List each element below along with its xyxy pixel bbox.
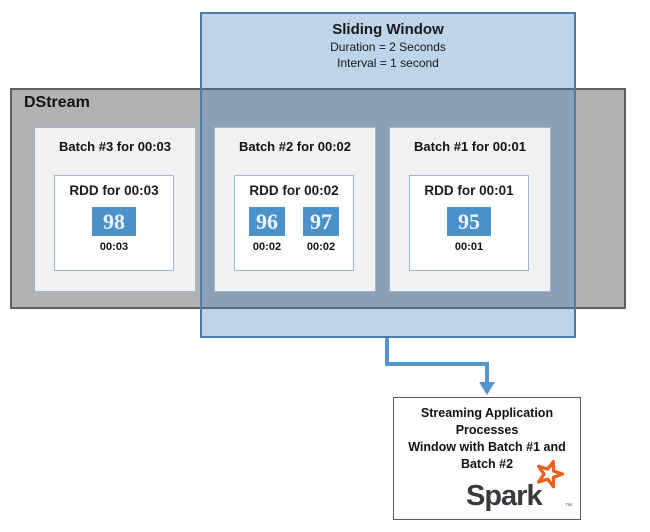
rdd-title: RDD for 00:01 [424,183,514,198]
rdd-items: 95 00:01 [410,207,528,253]
rdd-item: 95 00:01 [447,207,491,253]
spark-trademark: ™ [565,503,572,510]
batch-3-box: Batch #3 for 00:03 RDD for 00:03 98 00:0… [34,127,196,292]
spark-logo-wordmark: Spark [466,480,543,512]
rdd-value-cell: 95 [447,207,491,236]
batch-2-title: Batch #2 for 00:02 [239,139,351,154]
spark-logo: Spark ™ [446,459,574,513]
output-text-line: Streaming Application [420,406,554,420]
rdd-time-label: 00:01 [454,241,484,253]
rdd-time-label: 00:03 [99,241,129,253]
sliding-window-interval: Interval = 1 second [337,55,439,70]
sliding-window-duration: Duration = 2 Seconds [330,40,446,54]
rdd-items: 96 00:02 97 00:02 [235,207,353,253]
sliding-window-title: Sliding Window [332,21,444,38]
streaming-application-box: Streaming Application Processes Window w… [393,397,581,520]
rdd-title: RDD for 00:02 [249,183,339,198]
rdd-box-0001: RDD for 00:01 95 00:01 [409,175,529,271]
batch-1-box: Batch #1 for 00:01 RDD for 00:01 95 00:0… [389,127,551,292]
rdd-value-cell: 98 [92,207,136,236]
batch-1-title: Batch #1 for 00:01 [414,139,526,154]
output-text-line: Window with Batch #1 and [408,439,566,454]
rdd-title: RDD for 00:03 [69,183,159,198]
rdd-item: 97 00:02 [303,207,339,253]
rdd-item: 98 00:03 [92,207,136,253]
rdd-value-cell: 97 [303,207,339,236]
spark-star-icon [536,459,565,489]
window-to-app-arrow-segment [485,362,489,383]
rdd-value-cell: 96 [249,207,285,236]
output-text-line: Processes [455,422,519,437]
rdd-item: 96 00:02 [249,207,285,253]
batch-3-title: Batch #3 for 00:03 [59,139,171,154]
arrow-head-icon [479,382,495,395]
output-text-line: Batch #2 [460,456,514,471]
window-to-app-arrow-segment [385,338,389,366]
rdd-box-0002: RDD for 00:02 96 00:02 97 00:02 [234,175,354,271]
rdd-items: 98 00:03 [55,207,173,253]
window-to-app-arrow-segment [385,362,489,366]
rdd-box-0003: RDD for 00:03 98 00:03 [54,175,174,271]
rdd-time-label: 00:02 [252,241,282,253]
rdd-time-label: 00:02 [306,241,336,253]
dstream-label: DStream [24,94,90,111]
batch-2-box: Batch #2 for 00:02 RDD for 00:02 96 00:0… [214,127,376,292]
